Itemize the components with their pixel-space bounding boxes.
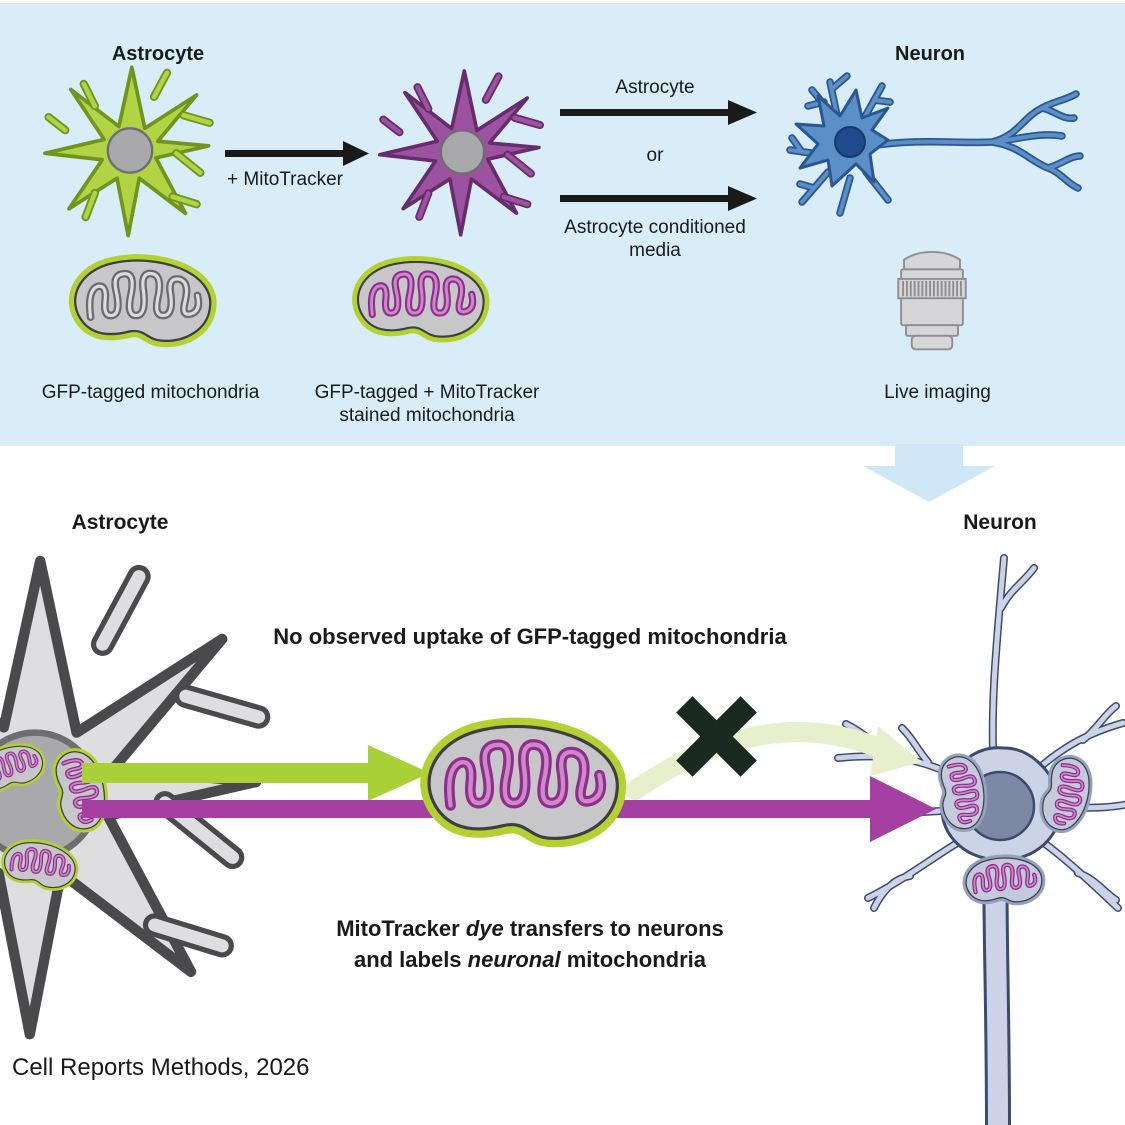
top-astrocyte-label: Astrocyte — [111, 43, 205, 65]
arrow-mitotracker-icon — [225, 141, 369, 166]
astrocyte-mito-3-icon — [0, 832, 90, 906]
transfer-statement: MitoTracker dye transfers to neurons and… — [255, 913, 805, 975]
bottom-neuron-label: Neuron — [963, 511, 1037, 534]
live-imaging-caption: Live imaging — [884, 382, 991, 403]
no-uptake-statement: No observed uptake of GFP-tagged mitocho… — [273, 624, 787, 649]
top-neuron-label: Neuron — [895, 43, 965, 65]
mitochondria-gfp-mitotracker-icon — [342, 252, 502, 362]
transfer-l2c: mitochondria — [560, 947, 707, 973]
neuron-blue-cell — [786, 72, 1084, 217]
experiment-setup-panel — [0, 3, 1125, 446]
transfer-l1a: MitoTracker — [336, 916, 466, 941]
route2-label: Astrocyte conditioned media — [564, 217, 746, 262]
citation: Cell Reports Methods, 2026 — [12, 1054, 310, 1081]
transfer-l1b: dye — [465, 916, 504, 941]
x-cross-icon — [676, 696, 757, 777]
mitochondria-central-icon — [405, 712, 645, 876]
bottom-astrocyte-label: Astrocyte — [71, 511, 169, 534]
mitochondria-gfp-icon — [58, 250, 230, 368]
objective-lens-icon — [897, 250, 967, 351]
route1-label: Astrocyte — [615, 77, 695, 98]
astrocyte-green-cell — [43, 66, 211, 237]
mito-gfp-caption: GFP-tagged mitochondria — [41, 382, 260, 403]
panel-transition-arrow-icon — [863, 444, 995, 502]
transfer-l1c: transfers to neurons — [503, 916, 724, 941]
transfer-l2b: neuronal — [467, 947, 561, 973]
mito-gfp-mitotracker-caption: GFP-tagged + MitoTracker stained mitocho… — [314, 382, 540, 427]
transfer-l2a: and labels — [353, 947, 468, 973]
arrow-route-astrocyte-icon — [560, 100, 757, 125]
arrow-route-media-icon — [560, 186, 757, 211]
neuron-mito-3-icon — [952, 848, 1057, 922]
blocked-transfer-arrow-icon — [625, 722, 922, 800]
astrocyte-mitotracker-cell — [378, 69, 542, 236]
mitotracker-step-label: + MitoTracker — [227, 169, 343, 190]
gfp-mito-arrow-icon — [82, 745, 430, 801]
route-or-label: or — [646, 145, 664, 166]
